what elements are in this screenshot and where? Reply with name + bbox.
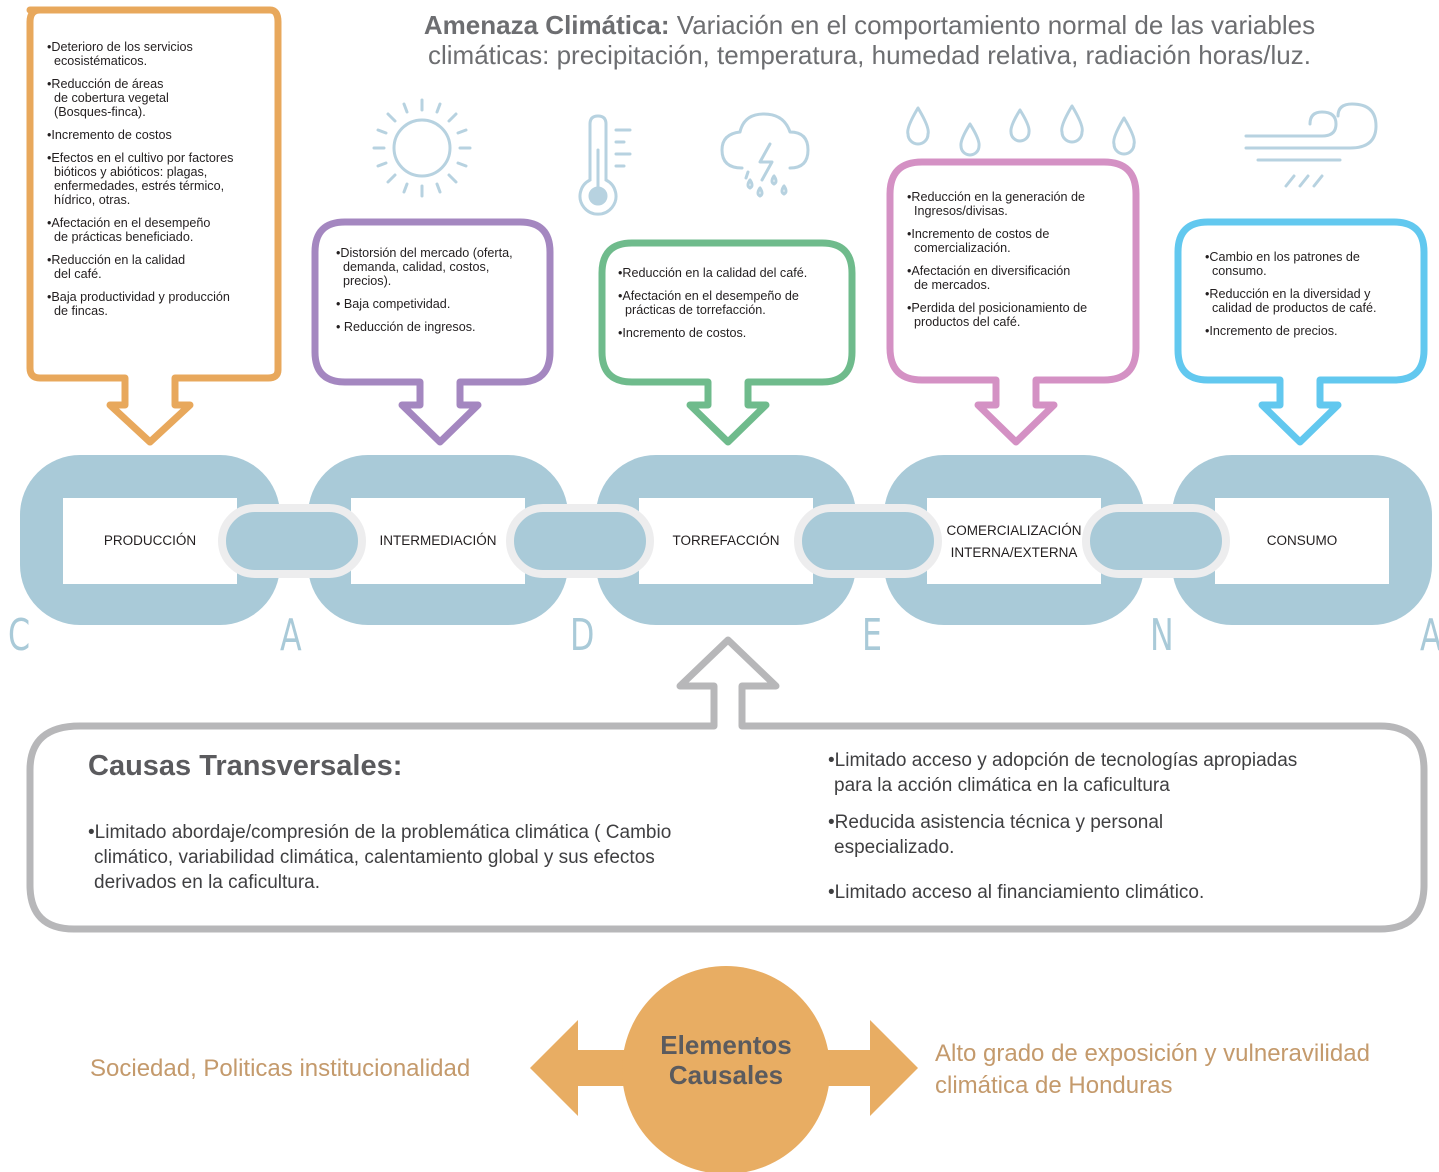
transversal-right-item-1: •Limitado acceso y adopción de tecnologí… bbox=[828, 750, 1298, 796]
link-label-comercializacion-line1: COMERCIALIZACIÓN bbox=[946, 523, 1082, 538]
callout-consumo bbox=[1174, 218, 1428, 446]
chain-letter-n: N bbox=[1150, 610, 1174, 661]
link-label-consumo: CONSUMO bbox=[1266, 533, 1338, 548]
link-label-produccion: PRODUCCIÓN bbox=[103, 533, 197, 548]
chain-letter-e: E bbox=[862, 610, 883, 661]
transversal-right-item-3: •Limitado acceso al financiamiento climá… bbox=[828, 882, 1205, 903]
link-label-torrefaccion: TORREFACCIÓN bbox=[672, 533, 780, 548]
chain-letter-a2: A bbox=[1420, 614, 1439, 658]
callout-torrefaccion bbox=[598, 239, 856, 446]
header-line2: climáticas: precipitación, temperatura, … bbox=[428, 40, 1311, 70]
callout-produccion bbox=[26, 6, 282, 446]
climate-threat-header: Amenaza Climática: Variación en el compo… bbox=[300, 10, 1439, 70]
box-text-torrefaccion: •Reducción en la calidad del café. •Afect… bbox=[618, 266, 852, 349]
sun-icon bbox=[372, 98, 472, 198]
chain-letter-c: C bbox=[8, 610, 31, 661]
bullet-produccion-2: •Incremento de costos bbox=[47, 128, 172, 142]
link-label-comercializacion-line2: INTERNA/EXTERNA bbox=[950, 545, 1078, 560]
bullet-intermediacion-0: •Distorsión del mercado (oferta,demanda,… bbox=[336, 246, 513, 288]
callout-comercializacion bbox=[886, 158, 1140, 446]
thermometer-icon bbox=[578, 114, 632, 216]
header-title-bold: Amenaza Climática: bbox=[423, 10, 670, 40]
causal-diagram bbox=[530, 966, 918, 1172]
transversal-right-items: •Limitado acceso y adopción de tecnologí… bbox=[828, 748, 1398, 905]
causal-left-label: Sociedad, Politicas institucionalidad bbox=[90, 1055, 471, 1082]
chain-letter-d: D bbox=[570, 610, 595, 661]
raindrops-icon bbox=[906, 104, 1136, 157]
chain-letter-a: A bbox=[280, 610, 302, 661]
transversal-left-item: •Limitado abordaje/compresión de la prob… bbox=[88, 822, 672, 893]
box-text-intermediacion: •Distorsión del mercado (oferta,demanda,… bbox=[336, 246, 546, 343]
bullet-torrefaccion-2: •Incremento de costos. bbox=[618, 326, 747, 340]
causal-right-label: Alto grado de exposición y vulneravilida… bbox=[935, 1038, 1370, 1102]
link-label-intermediacion: INTERMEDIACIÓN bbox=[379, 533, 497, 548]
causal-center-text: Elementos Causales bbox=[660, 1030, 792, 1090]
causal-right-line1: Alto grado de exposición y vulneravilida… bbox=[935, 1040, 1370, 1067]
transversal-title: Causas Transversales: bbox=[88, 750, 403, 782]
callout-intermediacion bbox=[311, 218, 554, 446]
storm-cloud-icon bbox=[720, 112, 810, 198]
bullet-consumo-2: •Incremento de precios. bbox=[1205, 324, 1338, 338]
link-label-comercializacion: COMERCIALIZACIÓN INTERNA/EXTERNA bbox=[927, 520, 1101, 564]
header-title-rest: Variación en el comportamiento normal de… bbox=[669, 10, 1316, 40]
transversal-box bbox=[26, 636, 1428, 933]
bullet-intermediacion-2: • Reducción de ingresos. bbox=[336, 320, 476, 334]
bullet-intermediacion-1: • Baja competividad. bbox=[336, 297, 451, 311]
causal-right-line2: climática de Honduras bbox=[935, 1072, 1173, 1099]
chain bbox=[20, 455, 1432, 625]
wind-icon bbox=[1244, 102, 1378, 188]
bullet-torrefaccion-0: •Reducción en la calidad del café. bbox=[618, 266, 808, 280]
causal-center-label: Elementos Causales bbox=[640, 1030, 812, 1090]
